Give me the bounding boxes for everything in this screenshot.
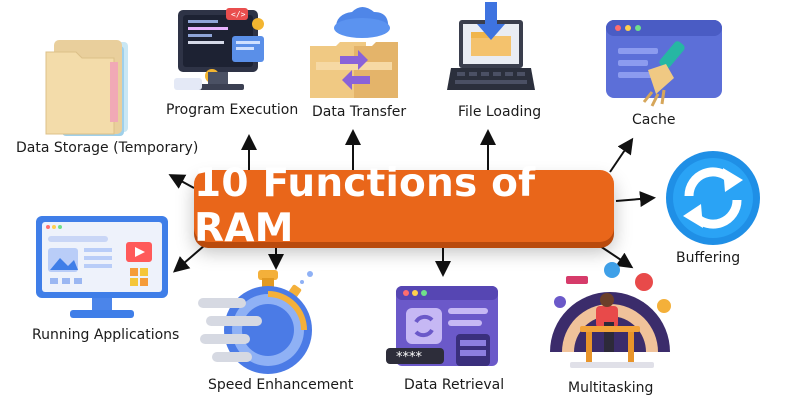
data-retrieval-icon: **** [386,286,498,366]
app-monitor-icon [36,216,168,318]
label-speed-enhancement: Speed Enhancement [208,377,354,393]
label-data-retrieval: Data Retrieval [404,377,505,393]
refresh-icon [666,151,760,245]
label-buffering: Buffering [676,250,741,266]
label-cache: Cache [632,112,676,128]
svg-text:</>: </> [231,10,246,19]
folder-icon [45,40,128,136]
diagram-title: 10 Functions of RAM [194,161,536,251]
stopwatch-icon [198,270,313,374]
label-multitasking: Multitasking [568,380,654,396]
label-data-storage: Data Storage (Temporary) [16,140,199,156]
label-program-execution: Program Execution [166,102,299,118]
arrow-data-storage [168,174,195,189]
code-monitor-icon: </> [174,8,264,90]
arrow-buffering [615,191,656,207]
label-data-transfer: Data Transfer [312,104,407,120]
password-mask: **** [396,350,423,365]
label-running-applications: Running Applications [32,327,180,343]
label-file-loading: File Loading [458,104,542,120]
browser-brush-icon [606,20,722,107]
arrow-cache [609,137,634,173]
arrow-running-applications [172,244,206,273]
arrow-multitasking [599,245,634,269]
laptop-download-icon [447,2,535,90]
title-banner: 10 Functions of RAM [194,161,614,251]
cloud-transfer-icon [310,7,398,98]
multitasking-icon [550,262,671,368]
